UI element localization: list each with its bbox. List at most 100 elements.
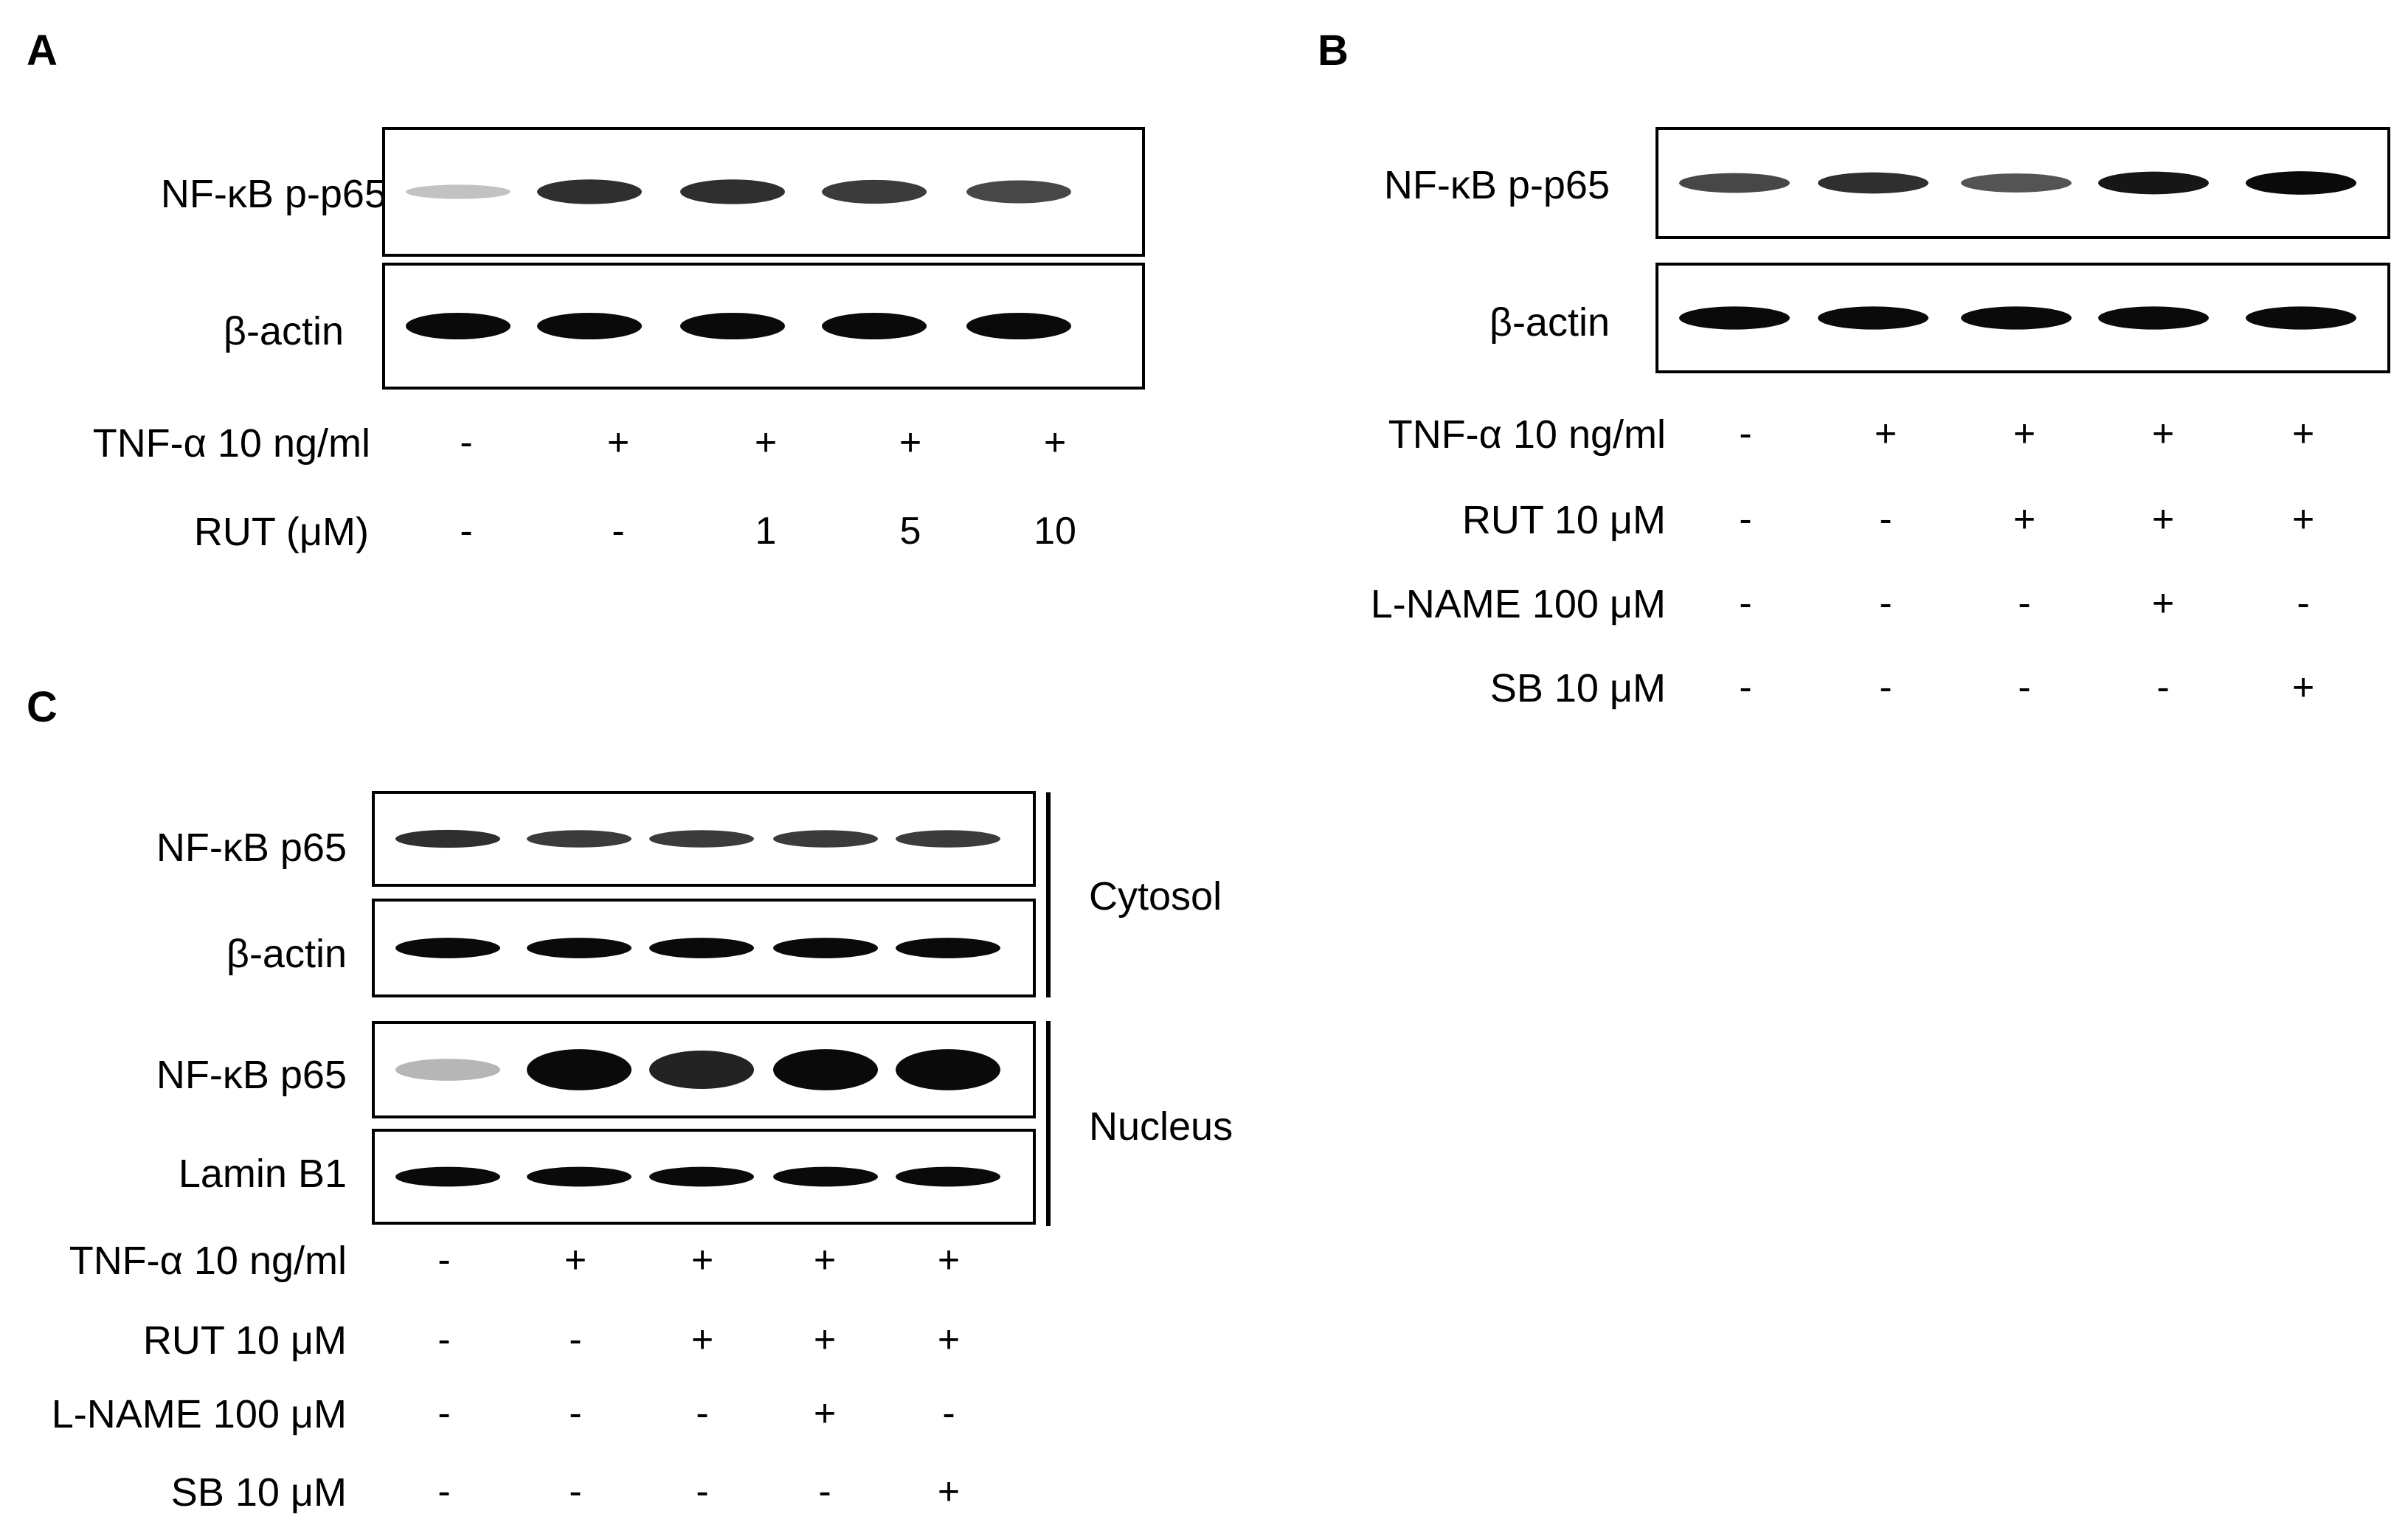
panel-a-cond2-label: RUT (μM): [193, 510, 369, 554]
band-lane-3: [649, 830, 754, 848]
panel-c-blot1-label: NF-κB p65: [156, 826, 347, 870]
band-lane-4: [822, 312, 927, 340]
blot-bands: [406, 312, 1071, 340]
band-lane-3: [1961, 173, 2072, 193]
panel-c-blot4-label: Lamin B1: [178, 1152, 347, 1196]
panel-c-cond3-lane4: +: [813, 1392, 837, 1435]
panel-b-cond4-lane1: -: [1739, 666, 1752, 709]
panel-a-cond2-lane3: 1: [755, 510, 777, 553]
panel-b-cond2-lane5: +: [2291, 498, 2315, 541]
panel-c-cond3-lane2: -: [569, 1392, 582, 1435]
panel-c-cond4-lane4: -: [818, 1470, 831, 1513]
band-lane-1: [395, 938, 500, 958]
band-lane-2: [1818, 172, 1928, 194]
panel-b-cond3-lane3: -: [2018, 582, 2031, 625]
panel-b-cond3-lane5: -: [2297, 582, 2310, 625]
panel-b-cond4-lane4: -: [2156, 666, 2170, 709]
panel-a-blot2: [382, 263, 1145, 390]
panel-c-cond1-lane5: +: [937, 1239, 961, 1281]
panel-c-cond2-lane1: -: [437, 1318, 451, 1361]
panel-b-cond1-lane1: -: [1739, 412, 1752, 455]
band-lane-5: [896, 1049, 1000, 1090]
panel-c-cond4-lane5: +: [937, 1470, 961, 1513]
panel-b-cond1-label: TNF-α 10 ng/ml: [1388, 412, 1666, 457]
panel-b-cond2-lane2: -: [1879, 498, 1892, 541]
band-lane-1: [395, 1166, 500, 1187]
panel-a-cond1-label: TNF-α 10 ng/ml: [92, 421, 370, 466]
panel-a-cond1-lane2: +: [606, 421, 630, 464]
panel-b-cond4-label: SB 10 μM: [1490, 666, 1666, 710]
band-lane-4: [773, 1049, 878, 1090]
band-lane-1: [395, 829, 500, 848]
panel-a-blot1-label: NF-κB p-p65: [160, 172, 387, 216]
panel-c-cond3-label: L-NAME 100 μM: [51, 1392, 347, 1436]
panel-c-blot2: [372, 899, 1036, 997]
panel-a-cond1-lane5: +: [1043, 421, 1067, 464]
blot-bands: [395, 1166, 1000, 1187]
panel-c-cond4-lane2: -: [569, 1470, 582, 1513]
panel-c-cond3-lane3: -: [696, 1392, 709, 1435]
band-lane-2: [527, 938, 632, 958]
panel-c-cond3-lane5: -: [942, 1392, 955, 1435]
panel-c-cond2-label: RUT 10 μM: [142, 1318, 347, 1363]
panel-c-cond4-lane1: -: [437, 1470, 451, 1513]
panel-b-cond4-lane2: -: [1879, 666, 1892, 709]
band-lane-3: [649, 938, 754, 958]
panel-c-blot3-label: NF-κB p65: [156, 1053, 347, 1097]
panel-c-blot4: [372, 1129, 1036, 1225]
panel-b-blot2-label: β-actin: [1489, 300, 1610, 345]
band-lane-2: [527, 1049, 632, 1090]
band-lane-3: [1961, 306, 2072, 330]
panel-b-cond3-lane2: -: [1879, 582, 1892, 625]
band-lane-5: [2246, 306, 2356, 330]
blot-bands: [395, 1049, 1000, 1090]
band-lane-1: [1679, 306, 1790, 330]
panel-b-cond3-label: L-NAME 100 μM: [1370, 582, 1666, 626]
panel-a-blot2-label: β-actin: [223, 309, 344, 353]
panel-b-blot1-label: NF-κB p-p65: [1383, 163, 1610, 207]
panel-a-cond2-lane2: -: [612, 510, 625, 553]
blot-bands: [1679, 171, 2356, 195]
panel-c-cond1-lane1: -: [437, 1239, 451, 1281]
panel-c-cond1-lane3: +: [691, 1239, 714, 1281]
blot-bands: [1679, 306, 2356, 330]
band-lane-4: [773, 938, 878, 958]
panel-c-letter: C: [27, 683, 58, 731]
panel-c-cond1-lane2: +: [564, 1239, 587, 1281]
panel-c-cond2-lane4: +: [813, 1318, 837, 1361]
panel-a-blot1: [382, 127, 1145, 257]
blot-bands: [395, 938, 1000, 958]
panel-c-cond4-label: SB 10 μM: [170, 1470, 347, 1515]
band-lane-2: [1818, 306, 1928, 330]
panel-c-blot1: [372, 791, 1036, 887]
cytosol-bracket: [1046, 792, 1051, 997]
band-lane-4: [773, 830, 878, 848]
panel-b-blot2: [1656, 263, 2390, 373]
band-lane-5: [896, 1166, 1000, 1187]
band-lane-2: [537, 179, 642, 204]
panel-b-cond2-lane1: -: [1739, 498, 1752, 541]
band-lane-1: [395, 1059, 500, 1081]
band-lane-4: [773, 1166, 878, 1187]
band-lane-5: [896, 938, 1000, 958]
panel-b-cond3-lane1: -: [1739, 582, 1752, 625]
band-lane-1: [406, 184, 511, 199]
cytosol-label: Cytosol: [1089, 874, 1222, 919]
band-lane-4: [822, 179, 927, 204]
panel-a-letter: A: [27, 27, 58, 75]
band-lane-2: [527, 830, 632, 848]
panel-b-cond4-lane5: +: [2291, 666, 2315, 709]
panel-a-cond1-lane4: +: [899, 421, 922, 464]
panel-a-cond2-lane1: -: [460, 510, 473, 553]
panel-b-cond1-lane4: +: [2151, 412, 2175, 455]
band-lane-5: [2246, 171, 2356, 195]
nucleus-label: Nucleus: [1089, 1104, 1234, 1149]
nucleus-bracket: [1046, 1021, 1051, 1226]
panel-c-cond2-lane2: -: [569, 1318, 582, 1361]
band-lane-5: [966, 312, 1071, 340]
band-lane-3: [680, 179, 785, 204]
band-lane-4: [2098, 171, 2209, 195]
band-lane-2: [527, 1166, 632, 1187]
panel-a-cond2-lane5: 10: [1034, 510, 1076, 553]
panel-a-cond1-lane1: -: [460, 421, 473, 464]
